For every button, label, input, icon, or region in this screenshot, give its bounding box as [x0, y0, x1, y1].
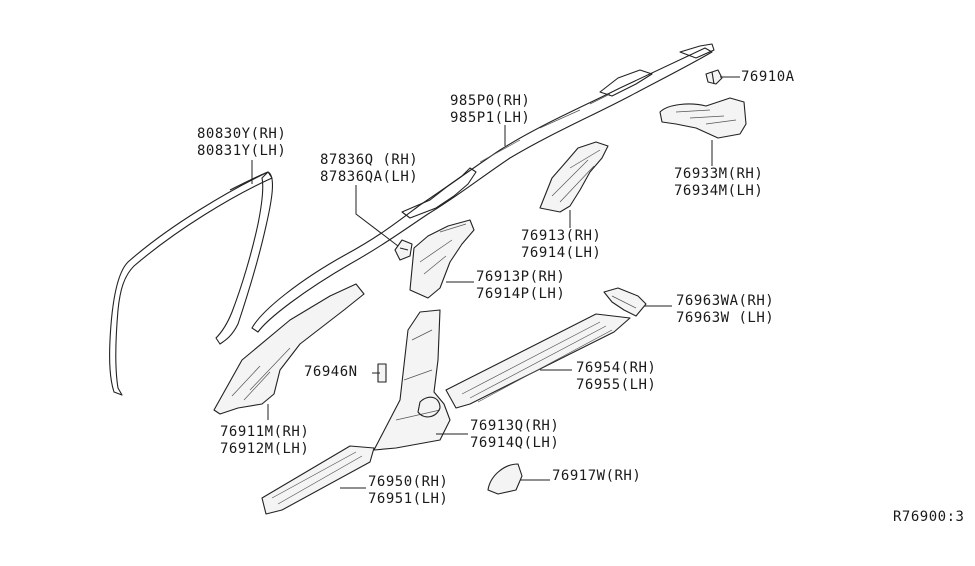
callout-76911m: 76911M(RH) 76912M(LH)	[220, 424, 309, 458]
pillar-trim-76913q	[373, 309, 451, 451]
callout-76946n: 76946N	[304, 364, 358, 381]
callout-line: 76963WA(RH)	[676, 293, 775, 309]
callout-line: 76946N	[304, 364, 358, 380]
callout-87836q: 87836Q (RH) 87836QA(LH)	[320, 152, 418, 186]
bracket-76933m	[659, 97, 747, 139]
callout-line: 76913(RH)	[521, 228, 602, 244]
callout-76913q: 76913Q(RH) 76914Q(LH)	[470, 418, 559, 452]
callout-76917w: 76917W(RH)	[552, 468, 641, 485]
callout-line: 76911M(RH)	[220, 424, 310, 440]
callout-line: 76910A	[741, 69, 795, 85]
callout-line: 76913Q(RH)	[470, 418, 560, 434]
callout-line: 76914(LH)	[521, 245, 602, 261]
kicking-plate-76954	[445, 313, 631, 409]
callout-line: 76913P(RH)	[476, 269, 566, 285]
callout-76963wa: 76963WA(RH) 76963W (LH)	[676, 293, 774, 327]
leader-lines	[251, 76, 740, 489]
callout-line: 80830Y(RH)	[197, 126, 287, 142]
callout-76913: 76913(RH) 76914(LH)	[521, 228, 601, 262]
callout-line: 76954(RH)	[576, 360, 657, 376]
callout-76954: 76954(RH) 76955(LH)	[576, 360, 656, 394]
callout-76950: 76950(RH) 76951(LH)	[368, 474, 448, 508]
kicking-plate-76950	[261, 445, 375, 515]
callout-line: 76934M(LH)	[674, 183, 764, 199]
callout-line: 80831Y(LH)	[197, 143, 287, 159]
callout-line: 76963W (LH)	[676, 310, 775, 326]
callout-line: 76917W(RH)	[552, 468, 642, 484]
callout-line: 76951(LH)	[368, 491, 449, 507]
pillar-trim-76913p	[409, 219, 475, 299]
clip-76910a	[705, 69, 723, 85]
pillar-trim-76913	[539, 141, 609, 213]
diagram-code: R76900:3	[893, 509, 965, 525]
callout-line: 985P1(LH)	[450, 110, 531, 126]
callout-76933m: 76933M(RH) 76934M(LH)	[674, 166, 763, 200]
bracket-87836q	[394, 239, 413, 261]
callout-985p0: 985P0(RH) 985P1(LH)	[450, 93, 530, 127]
callout-80830y: 80830Y(RH) 80831Y(LH)	[197, 126, 286, 160]
callout-line: 76955(LH)	[576, 377, 657, 393]
callout-line: 76933M(RH)	[674, 166, 764, 182]
pad-76917w	[487, 463, 523, 495]
callout-line: 985P0(RH)	[450, 93, 531, 109]
harness-985p0	[251, 43, 715, 333]
pillar-trim-76911m	[213, 283, 365, 415]
callout-line: 76914P(LH)	[476, 286, 566, 302]
weatherstrip-80830y	[109, 171, 274, 396]
callout-line: 87836Q (RH)	[320, 152, 419, 168]
callout-line: 76950(RH)	[368, 474, 449, 490]
bracket-76963wa	[603, 287, 647, 317]
callout-76913p: 76913P(RH) 76914P(LH)	[476, 269, 565, 303]
callout-line: 76912M(LH)	[220, 441, 310, 457]
callout-line: 76914Q(LH)	[470, 435, 560, 451]
callout-76910a: 76910A	[741, 69, 795, 86]
callout-line: 87836QA(LH)	[320, 169, 419, 185]
